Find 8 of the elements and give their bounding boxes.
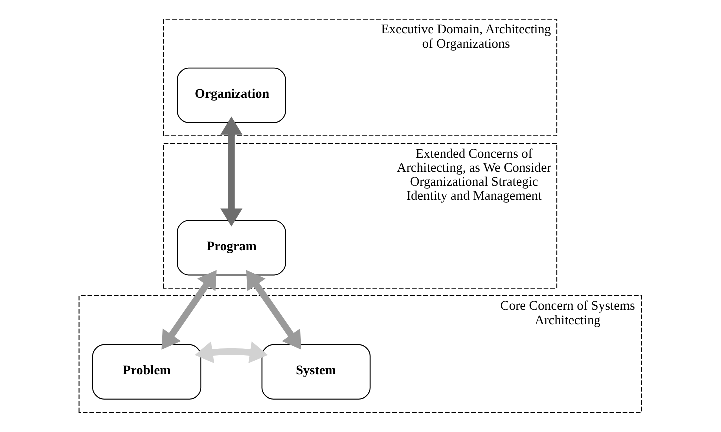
arrow [195,342,268,364]
node-box: Organization [177,68,286,124]
arrow [162,270,217,350]
node-box: System [262,344,371,400]
arrow [220,116,243,227]
node-box: Program [177,220,286,276]
arrow [246,270,302,350]
node-box: Problem [92,344,202,400]
